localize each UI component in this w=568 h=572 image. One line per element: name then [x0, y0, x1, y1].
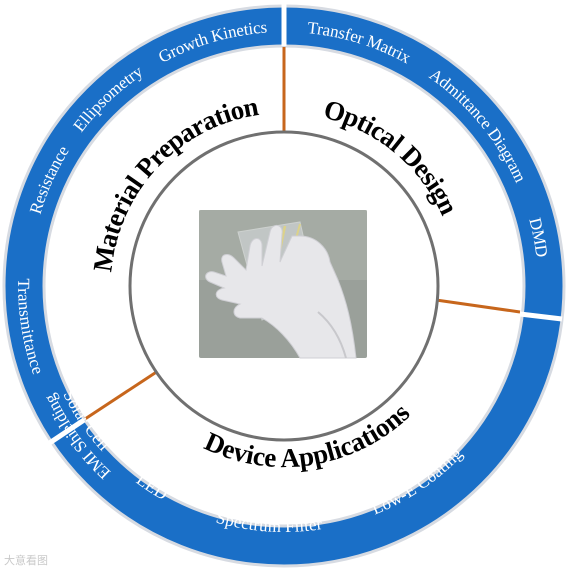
- divider-left: [84, 369, 159, 421]
- ring-separator-left: [46, 417, 86, 447]
- watermark-text: 大意看图: [4, 554, 48, 567]
- divider-right: [435, 298, 521, 314]
- ring-separator-right: [519, 311, 563, 322]
- gloved-hand-holding-flexible-film-icon: [199, 210, 367, 359]
